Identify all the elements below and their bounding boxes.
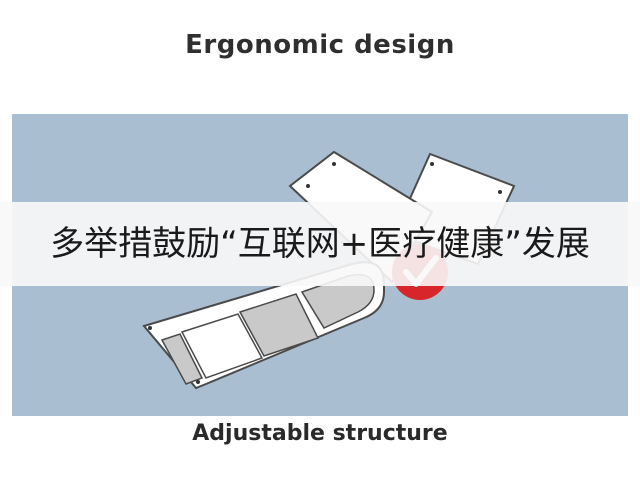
overlay-banner-background: [0, 202, 640, 286]
heading: Ergonomic design: [185, 30, 455, 60]
overlay-banner-text: 多举措鼓励“互联网+医疗健康”发展: [50, 224, 590, 264]
caption: Adjustable structure: [192, 421, 448, 446]
white-segment: [180, 313, 264, 379]
gray-segment-middle: [238, 293, 320, 357]
gray-segment-left: [160, 333, 204, 385]
lower-base-panel: [142, 261, 385, 390]
